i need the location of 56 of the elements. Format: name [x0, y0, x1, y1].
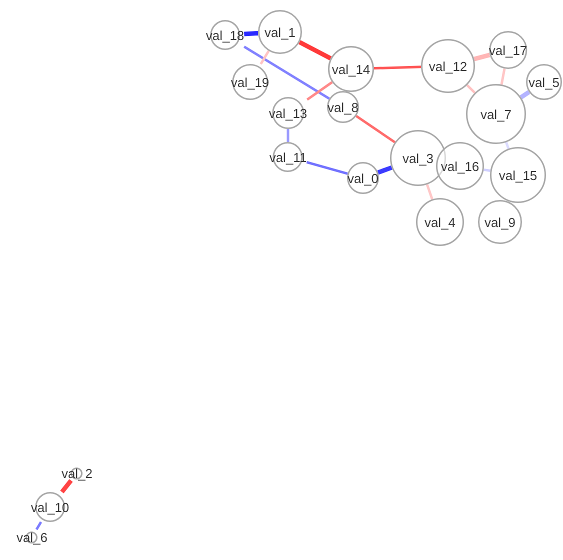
edge-line — [306, 161, 348, 175]
node-label: val_18 — [206, 28, 244, 42]
edge-line — [374, 66, 422, 70]
node-circle — [269, 142, 307, 172]
node-circle — [230, 64, 270, 100]
node-label: val_2 — [61, 466, 93, 480]
edge-line — [505, 142, 510, 150]
node-label: val_17 — [488, 42, 528, 58]
edge-line — [306, 81, 333, 101]
node-label: val_0 — [347, 170, 379, 186]
node-label: val_7 — [480, 106, 512, 122]
node-circle — [416, 198, 464, 246]
node-label: val_9 — [484, 214, 516, 230]
edge-line — [520, 90, 530, 100]
edge-line — [60, 479, 73, 494]
node-circle — [436, 142, 484, 190]
node-label: val_12 — [428, 58, 468, 74]
node-label: val_15 — [498, 168, 538, 182]
node-label: val_5 — [528, 74, 560, 90]
node-circle — [478, 200, 522, 244]
edge-line — [286, 129, 290, 142]
node-circle — [526, 64, 562, 100]
node-label: val_3 — [402, 150, 434, 166]
edge-line — [500, 68, 506, 85]
node-circle — [268, 97, 308, 129]
edge-line — [356, 114, 396, 144]
node-label: val_19 — [230, 74, 270, 90]
node-label: val_8 — [327, 100, 359, 114]
edge-line — [244, 30, 258, 36]
node-circle — [347, 162, 379, 194]
node-label: val_13 — [268, 106, 308, 120]
edge-line — [484, 168, 491, 172]
node-label: val_6 — [16, 530, 48, 544]
edge-line — [260, 50, 270, 65]
edge-line — [377, 165, 392, 175]
node-label: val_10 — [30, 500, 70, 514]
node-label: val_16 — [440, 158, 480, 174]
node-circle — [421, 39, 475, 93]
edge-line — [298, 40, 332, 60]
node-circle — [206, 20, 244, 50]
node-label: val_1 — [264, 24, 296, 40]
edge-line — [426, 184, 434, 200]
edge-line — [466, 84, 476, 94]
node-circle — [488, 31, 528, 69]
node-circle — [327, 91, 359, 123]
node-circle — [30, 492, 70, 522]
edge-line — [244, 46, 330, 100]
node-label: val_11 — [269, 150, 307, 164]
edge-line — [474, 52, 490, 62]
edge-line — [35, 521, 42, 530]
node-circle — [328, 46, 374, 92]
node-label: val_14 — [332, 62, 370, 76]
node-circle — [490, 147, 546, 203]
node-circle — [466, 84, 526, 144]
node-label: val_4 — [424, 214, 456, 230]
node-circle — [258, 10, 302, 54]
